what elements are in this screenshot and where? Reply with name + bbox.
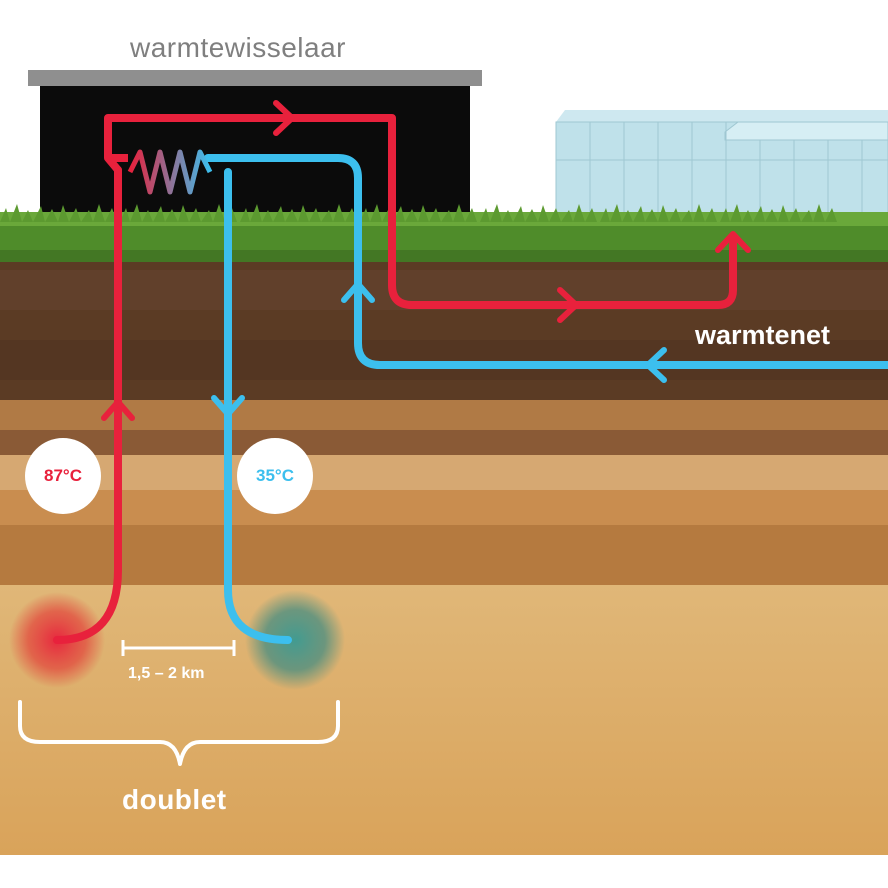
well-spacing-label: 1,5 – 2 km <box>128 665 205 682</box>
grass-strip <box>0 204 888 262</box>
cold-flow-pipe <box>204 154 888 644</box>
injection-temperature-badge: 35°C <box>237 438 313 514</box>
arrow-left-icon <box>645 347 667 383</box>
production-temperature-badge: 87°C <box>25 438 101 514</box>
arrow-up-icon <box>101 399 135 421</box>
hot-flow-pipe <box>53 114 737 644</box>
arrow-down-icon <box>211 395 245 417</box>
brown-band-layer <box>0 525 888 590</box>
light-sand-layer <box>0 455 888 495</box>
doublet-brace <box>18 700 340 766</box>
reservoir-layer <box>0 585 888 855</box>
arrow-right-icon <box>273 100 295 136</box>
cold-flow-arrows <box>211 281 667 417</box>
building-roof <box>28 70 482 86</box>
hot-flow-arrows <box>101 100 751 421</box>
coil-icon <box>108 149 236 195</box>
arrow-up-icon <box>715 231 751 253</box>
arrow-right-icon <box>557 287 579 323</box>
heat-exchanger-label: warmtewisselaar <box>130 32 346 63</box>
greenhouse-icon <box>555 110 888 229</box>
doublet-label: doublet <box>122 784 227 815</box>
injection-well-reservoir <box>245 590 345 690</box>
distance-marker <box>121 640 236 656</box>
arrow-up-icon <box>341 281 375 303</box>
heat-network-label: warmtenet <box>695 320 831 350</box>
